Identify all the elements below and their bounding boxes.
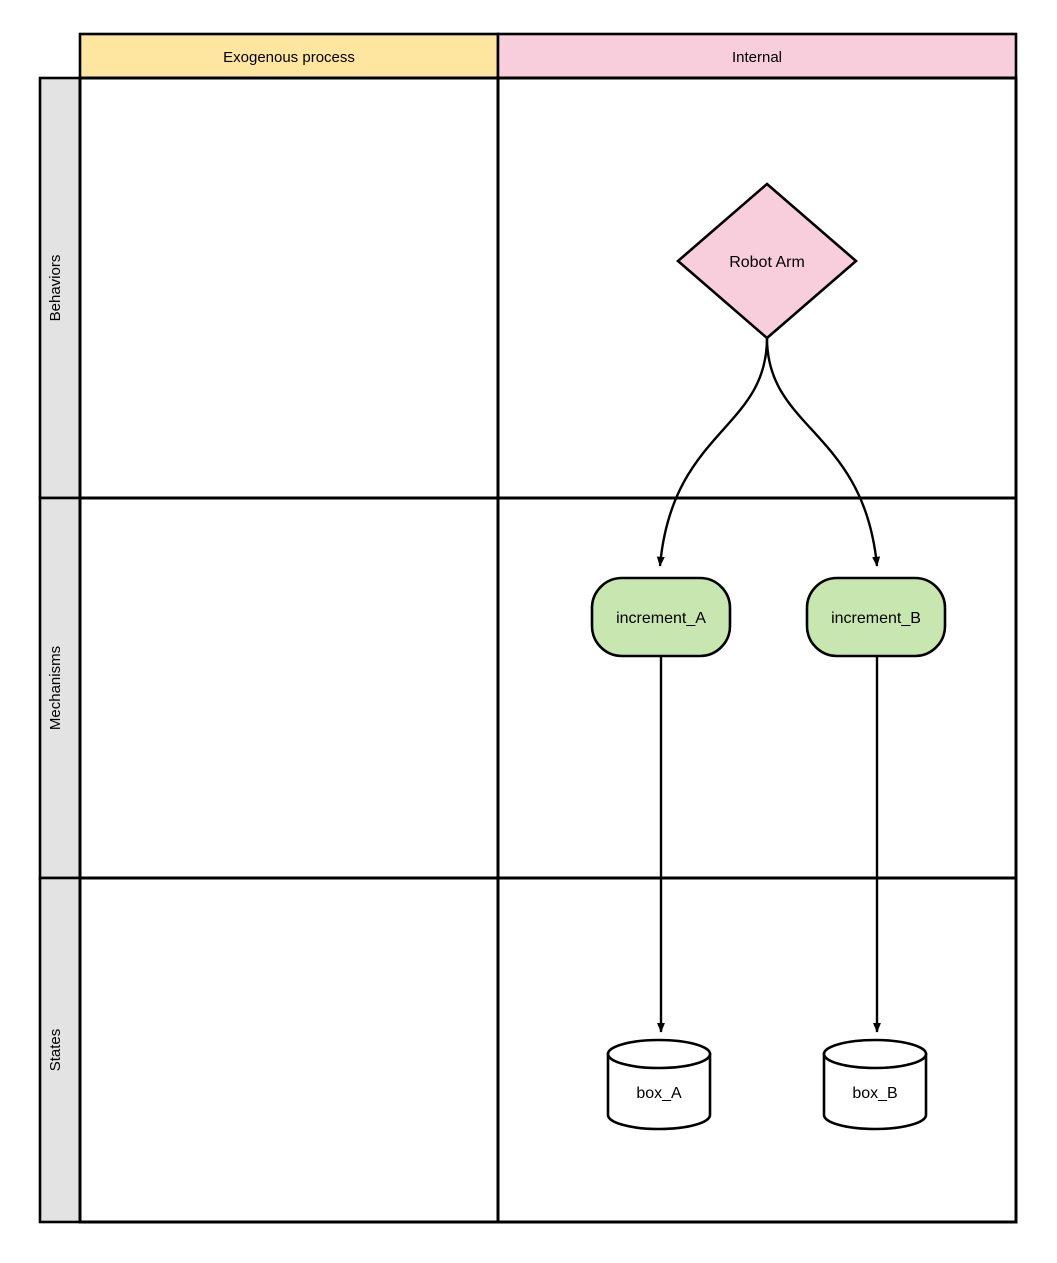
node-increment-a[interactable]: increment_A (590, 576, 732, 658)
pool-header-exogenous[interactable] (78, 32, 500, 80)
box-a-label: box_A (636, 1085, 682, 1102)
box-a-cylinder-body[interactable] (606, 1052, 712, 1131)
pool-header-label-exogenous: Exogenous process (223, 49, 355, 66)
lane-header-label-states: States (47, 1029, 64, 1072)
lane-header-behaviors[interactable] (38, 76, 82, 500)
increment-b-label: increment_B (831, 610, 921, 627)
increment-a-shape[interactable] (590, 576, 732, 658)
lane-header-states[interactable] (38, 876, 82, 1224)
node-box-a[interactable]: box_A (606, 1038, 712, 1131)
pool-header-label-internal: Internal (732, 49, 782, 66)
pool-header-internal[interactable] (496, 32, 1018, 80)
lane-header-label-mechanisms: Mechanisms (47, 646, 64, 730)
box-a-cylinder-top (606, 1038, 712, 1070)
node-increment-b[interactable]: increment_B (805, 576, 947, 658)
increment-b-shape[interactable] (805, 576, 947, 658)
node-box-b[interactable]: box_B (822, 1038, 928, 1131)
lane-header-label-behaviors: Behaviors (47, 255, 64, 322)
robot-arm-diamond-shape[interactable] (676, 182, 858, 340)
box-b-label: box_B (852, 1085, 897, 1102)
edge-robot-arm-to-increment-a[interactable] (656, 337, 769, 567)
increment-a-label: increment_A (616, 610, 706, 627)
edge-robot-arm-to-increment-b[interactable] (765, 337, 881, 567)
node-robot-arm[interactable]: Robot Arm (676, 182, 858, 340)
grid-outer-border (78, 76, 1018, 1224)
box-b-cylinder-top (822, 1038, 928, 1070)
edge-layer (656, 337, 881, 1033)
robot-arm-label: Robot Arm (729, 254, 805, 271)
box-b-cylinder-body[interactable] (822, 1052, 928, 1131)
lane-header-column: Behaviors Mechanisms States (38, 76, 82, 1224)
pool-header-row: Exogenous process Internal (78, 32, 1018, 80)
